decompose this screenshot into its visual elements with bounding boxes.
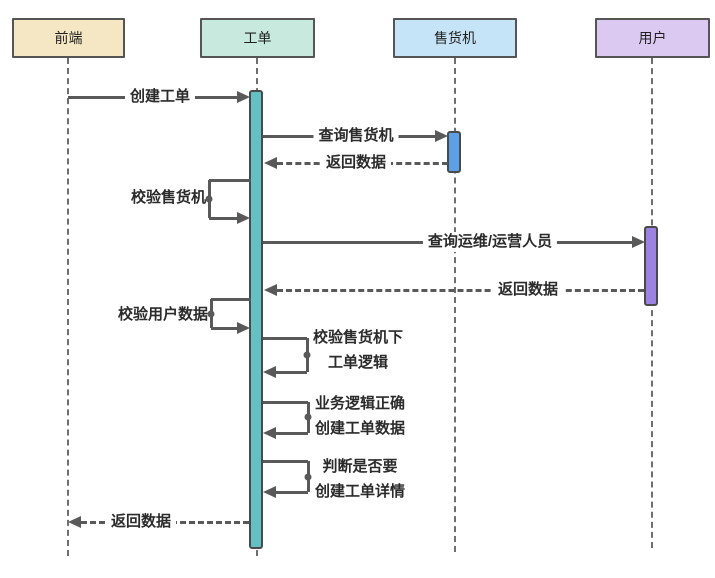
selfloop-verify-userdata-arrowhead-icon [237,322,250,334]
selfloop-verify-logic-arrowhead-icon [263,366,276,378]
selfloop-verify-userdata-bottom [211,326,238,330]
selfloop-judge-detail-dot [304,473,312,481]
message-query-vending-arrowhead-icon [435,130,448,142]
activation-bar-user [644,226,658,306]
selfloop-verify-logic-top [263,336,307,340]
selfloop-verify-logic-dot [303,351,311,359]
selfloop-verify-logic-bottom [276,370,307,374]
message-query-vending-label: 查询售货机 [313,126,399,146]
selfloop-create-data-label-line2: 创建工单数据 [314,420,405,437]
activation-bar-vending-machine [447,131,461,173]
lifeline-frontend [67,58,69,556]
message-return-user-arrowhead-icon [264,284,277,296]
actor-box-user: 用户 [595,18,710,58]
selfloop-verify-logic-label: 校验售货机下 工单逻辑 [312,325,404,375]
activation-bar-workorder [249,90,263,549]
selfloop-create-data-arrowhead-icon [263,427,276,439]
selfloop-verify-vending-bottom [209,216,238,220]
selfloop-verify-logic-label-line1: 校验售货机下 [312,329,403,346]
actor-label-frontend: 前端 [54,30,83,46]
selfloop-create-data-label: 业务逻辑正确 创建工单数据 [313,391,407,441]
selfloop-judge-detail-label-line1: 判断是否要 [322,458,398,475]
selfloop-verify-userdata-label: 校验用户数据 [117,306,208,323]
selfloop-verify-vending-label: 校验售货机 [130,189,206,206]
actor-box-frontend: 前端 [12,18,125,58]
message-return-user-label: 返回数据 [492,280,564,300]
actor-label-user: 用户 [638,30,667,46]
selfloop-verify-vending-dot [205,195,213,203]
message-create-workorder-arrowhead-icon [237,91,250,103]
selfloop-judge-detail-label: 判断是否要 创建工单详情 [313,454,407,504]
selfloop-judge-detail-top [263,459,308,463]
message-return-final-arrowhead-icon [68,516,81,528]
selfloop-create-data-dot [304,413,312,421]
selfloop-verify-userdata-dot [207,310,215,318]
message-return-vending-label: 返回数据 [320,153,392,173]
selfloop-verify-logic-label-line2: 工单逻辑 [327,354,388,371]
selfloop-judge-detail-bottom [276,490,308,494]
selfloop-judge-detail-label-line2: 创建工单详情 [314,483,405,500]
selfloop-verify-vending-top [209,178,251,182]
message-return-vending-arrowhead-icon [264,157,277,169]
selfloop-create-data-top [263,400,308,404]
selfloop-verify-vending-arrowhead-icon [237,212,250,224]
message-query-ops-arrowhead-icon [632,236,645,248]
selfloop-verify-userdata-top [211,297,251,301]
message-query-ops-label: 查询运维/运营人员 [422,232,558,252]
actor-label-workorder: 工单 [243,30,272,46]
message-create-workorder-label: 创建工单 [124,87,196,107]
selfloop-judge-detail-arrowhead-icon [263,486,276,498]
lifeline-vending-machine [454,58,456,552]
actor-box-workorder: 工单 [200,18,315,58]
selfloop-create-data-bottom [276,431,308,435]
message-return-user-line [277,288,644,292]
actor-box-vending-machine: 售货机 [393,18,517,58]
message-return-final-label: 返回数据 [105,512,177,532]
selfloop-create-data-label-line1: 业务逻辑正确 [314,395,405,412]
actor-label-vending-machine: 售货机 [434,30,476,46]
